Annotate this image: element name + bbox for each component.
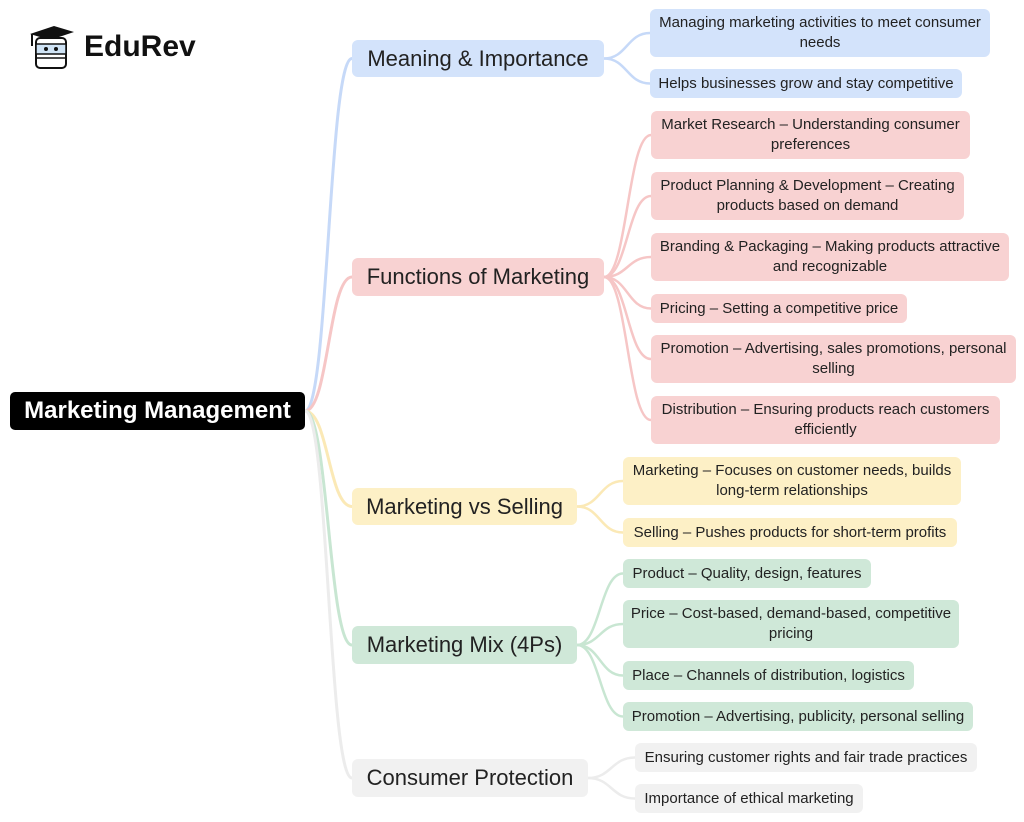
- branch-label: Marketing vs Selling: [366, 493, 563, 519]
- leaf-node: Selling – Pushes products for short-term…: [623, 518, 957, 547]
- branch-leaf-connector: [576, 643, 624, 677]
- leaf-label: Importance of ethical marketing: [644, 789, 854, 807]
- leaf-label: Promotion – Advertising, sales promotion…: [660, 340, 1007, 377]
- root-branch-connector: [304, 409, 353, 508]
- leaf-node: Price – Cost-based, demand-based, compet…: [623, 600, 959, 648]
- leaf-label: Helps businesses grow and stay competiti…: [658, 74, 954, 92]
- logo-text: EduRev: [84, 30, 196, 63]
- leaf-node: Promotion – Advertising, sales promotion…: [651, 335, 1016, 383]
- leaf-node: Branding & Packaging – Making products a…: [651, 233, 1009, 281]
- branch-leaf-connector: [603, 255, 652, 279]
- leaf-node: Helps businesses grow and stay competiti…: [650, 69, 962, 98]
- root-node: Marketing Management: [10, 392, 305, 430]
- leaf-label: Pricing – Setting a competitive price: [659, 299, 899, 317]
- leaf-node: Place – Channels of distribution, logist…: [623, 661, 914, 690]
- branch-leaf-connector: [587, 756, 636, 780]
- leaf-node: Product Planning & Development – Creatin…: [651, 172, 964, 220]
- leaf-label: Ensuring customer rights and fair trade …: [644, 748, 968, 766]
- leaf-node: Pricing – Setting a competitive price: [651, 294, 907, 323]
- branch-label: Consumer Protection: [366, 765, 574, 790]
- branch-leaf-connector: [603, 31, 651, 60]
- leaf-label: Branding & Packaging – Making products a…: [659, 238, 1001, 275]
- branch-leaf-connector: [576, 479, 624, 508]
- leaf-node: Product – Quality, design, features: [623, 559, 871, 588]
- branch-leaf-connector: [603, 133, 652, 279]
- branch-node: Consumer Protection: [352, 759, 588, 797]
- branch-leaf-connector: [587, 776, 636, 800]
- root-label: Marketing Management: [24, 397, 291, 424]
- leaf-node: Marketing – Focuses on customer needs, b…: [623, 457, 961, 505]
- leaf-label: Promotion – Advertising, publicity, pers…: [631, 707, 965, 725]
- branch-node: Marketing vs Selling: [352, 488, 577, 525]
- leaf-node: Managing marketing activities to meet co…: [650, 9, 990, 57]
- branch-leaf-connector: [576, 622, 624, 647]
- branch-node: Meaning & Importance: [352, 40, 604, 77]
- leaf-node: Ensuring customer rights and fair trade …: [635, 743, 977, 772]
- root-branch-connector: [304, 409, 353, 780]
- leaf-label: Price – Cost-based, demand-based, compet…: [630, 605, 952, 642]
- branch-leaf-connector: [603, 275, 652, 422]
- leaf-node: Importance of ethical marketing: [635, 784, 863, 813]
- edurev-logo: EduRev: [26, 24, 196, 70]
- leaf-label: Distribution – Ensuring products reach c…: [661, 401, 990, 438]
- leaf-label: Market Research – Understanding consumer…: [661, 116, 960, 153]
- branch-node: Marketing Mix (4Ps): [352, 626, 577, 664]
- branch-leaf-connector: [576, 505, 624, 534]
- graduate-mascot-icon: [30, 26, 74, 69]
- branch-label: Marketing Mix (4Ps): [366, 632, 563, 657]
- leaf-label: Selling – Pushes products for short-term…: [633, 523, 947, 541]
- branch-leaf-connector: [603, 194, 652, 279]
- leaf-node: Distribution – Ensuring products reach c…: [651, 396, 1000, 444]
- leaf-label: Product Planning & Development – Creatin…: [660, 177, 955, 214]
- leaf-node: Promotion – Advertising, publicity, pers…: [623, 702, 973, 731]
- branch-label: Functions of Marketing: [366, 264, 590, 289]
- leaf-label: Marketing – Focuses on customer needs, b…: [632, 462, 952, 499]
- branch-label: Meaning & Importance: [367, 45, 589, 71]
- branch-leaf-connector: [576, 643, 624, 718]
- root-branch-connector: [304, 275, 353, 413]
- branch-node: Functions of Marketing: [352, 258, 604, 296]
- leaf-label: Managing marketing activities to meet co…: [659, 14, 981, 51]
- leaf-label: Place – Channels of distribution, logist…: [632, 666, 905, 684]
- branch-leaf-connector: [576, 572, 624, 647]
- leaf-label: Product – Quality, design, features: [632, 564, 862, 582]
- branch-leaf-connector: [603, 57, 651, 85]
- leaf-node: Market Research – Understanding consumer…: [651, 111, 970, 159]
- root-branch-connector: [303, 57, 354, 413]
